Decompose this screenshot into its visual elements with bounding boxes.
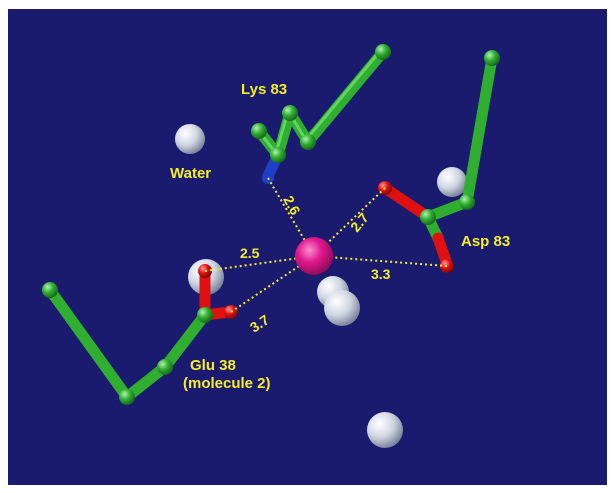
carbon-atom xyxy=(459,194,475,210)
carbon-atom xyxy=(42,282,58,298)
carbon-atom xyxy=(420,209,436,225)
distance-label-glu-1: 2.5 xyxy=(240,245,260,261)
label-asp: Asp 83 xyxy=(461,233,510,250)
carbon-atom xyxy=(251,123,267,139)
asp-od1-bond xyxy=(379,182,434,223)
water-sphere xyxy=(437,167,467,197)
asp-atoms xyxy=(378,50,500,273)
distance-line-glu-2 xyxy=(230,255,315,313)
lys-atoms xyxy=(251,44,391,184)
carbon-atom xyxy=(270,147,286,163)
carbon-atom xyxy=(300,134,316,150)
glu-backbone xyxy=(44,284,211,403)
glu-chain xyxy=(44,284,211,403)
glu-atoms xyxy=(42,264,238,405)
carbon-atom xyxy=(157,359,173,375)
label-glu-molecule: (molecule 2) xyxy=(183,375,271,392)
metal-ion-sphere xyxy=(295,237,333,275)
water-sphere xyxy=(324,290,360,326)
distance-line-asp-2 xyxy=(313,255,448,267)
water-sphere xyxy=(175,124,205,154)
label-lys: Lys 83 xyxy=(241,81,287,98)
carbon-atom xyxy=(484,50,500,66)
carbon-atom xyxy=(375,44,391,60)
carbon-atom xyxy=(119,389,135,405)
carbon-atom xyxy=(282,105,298,121)
water-sphere xyxy=(367,412,403,448)
distance-label-asp-2: 3.3 xyxy=(371,266,391,282)
water-molecules xyxy=(175,124,467,448)
carbon-atom xyxy=(197,307,213,323)
label-water: Water xyxy=(170,165,211,182)
label-glu: Glu 38 xyxy=(190,357,236,374)
